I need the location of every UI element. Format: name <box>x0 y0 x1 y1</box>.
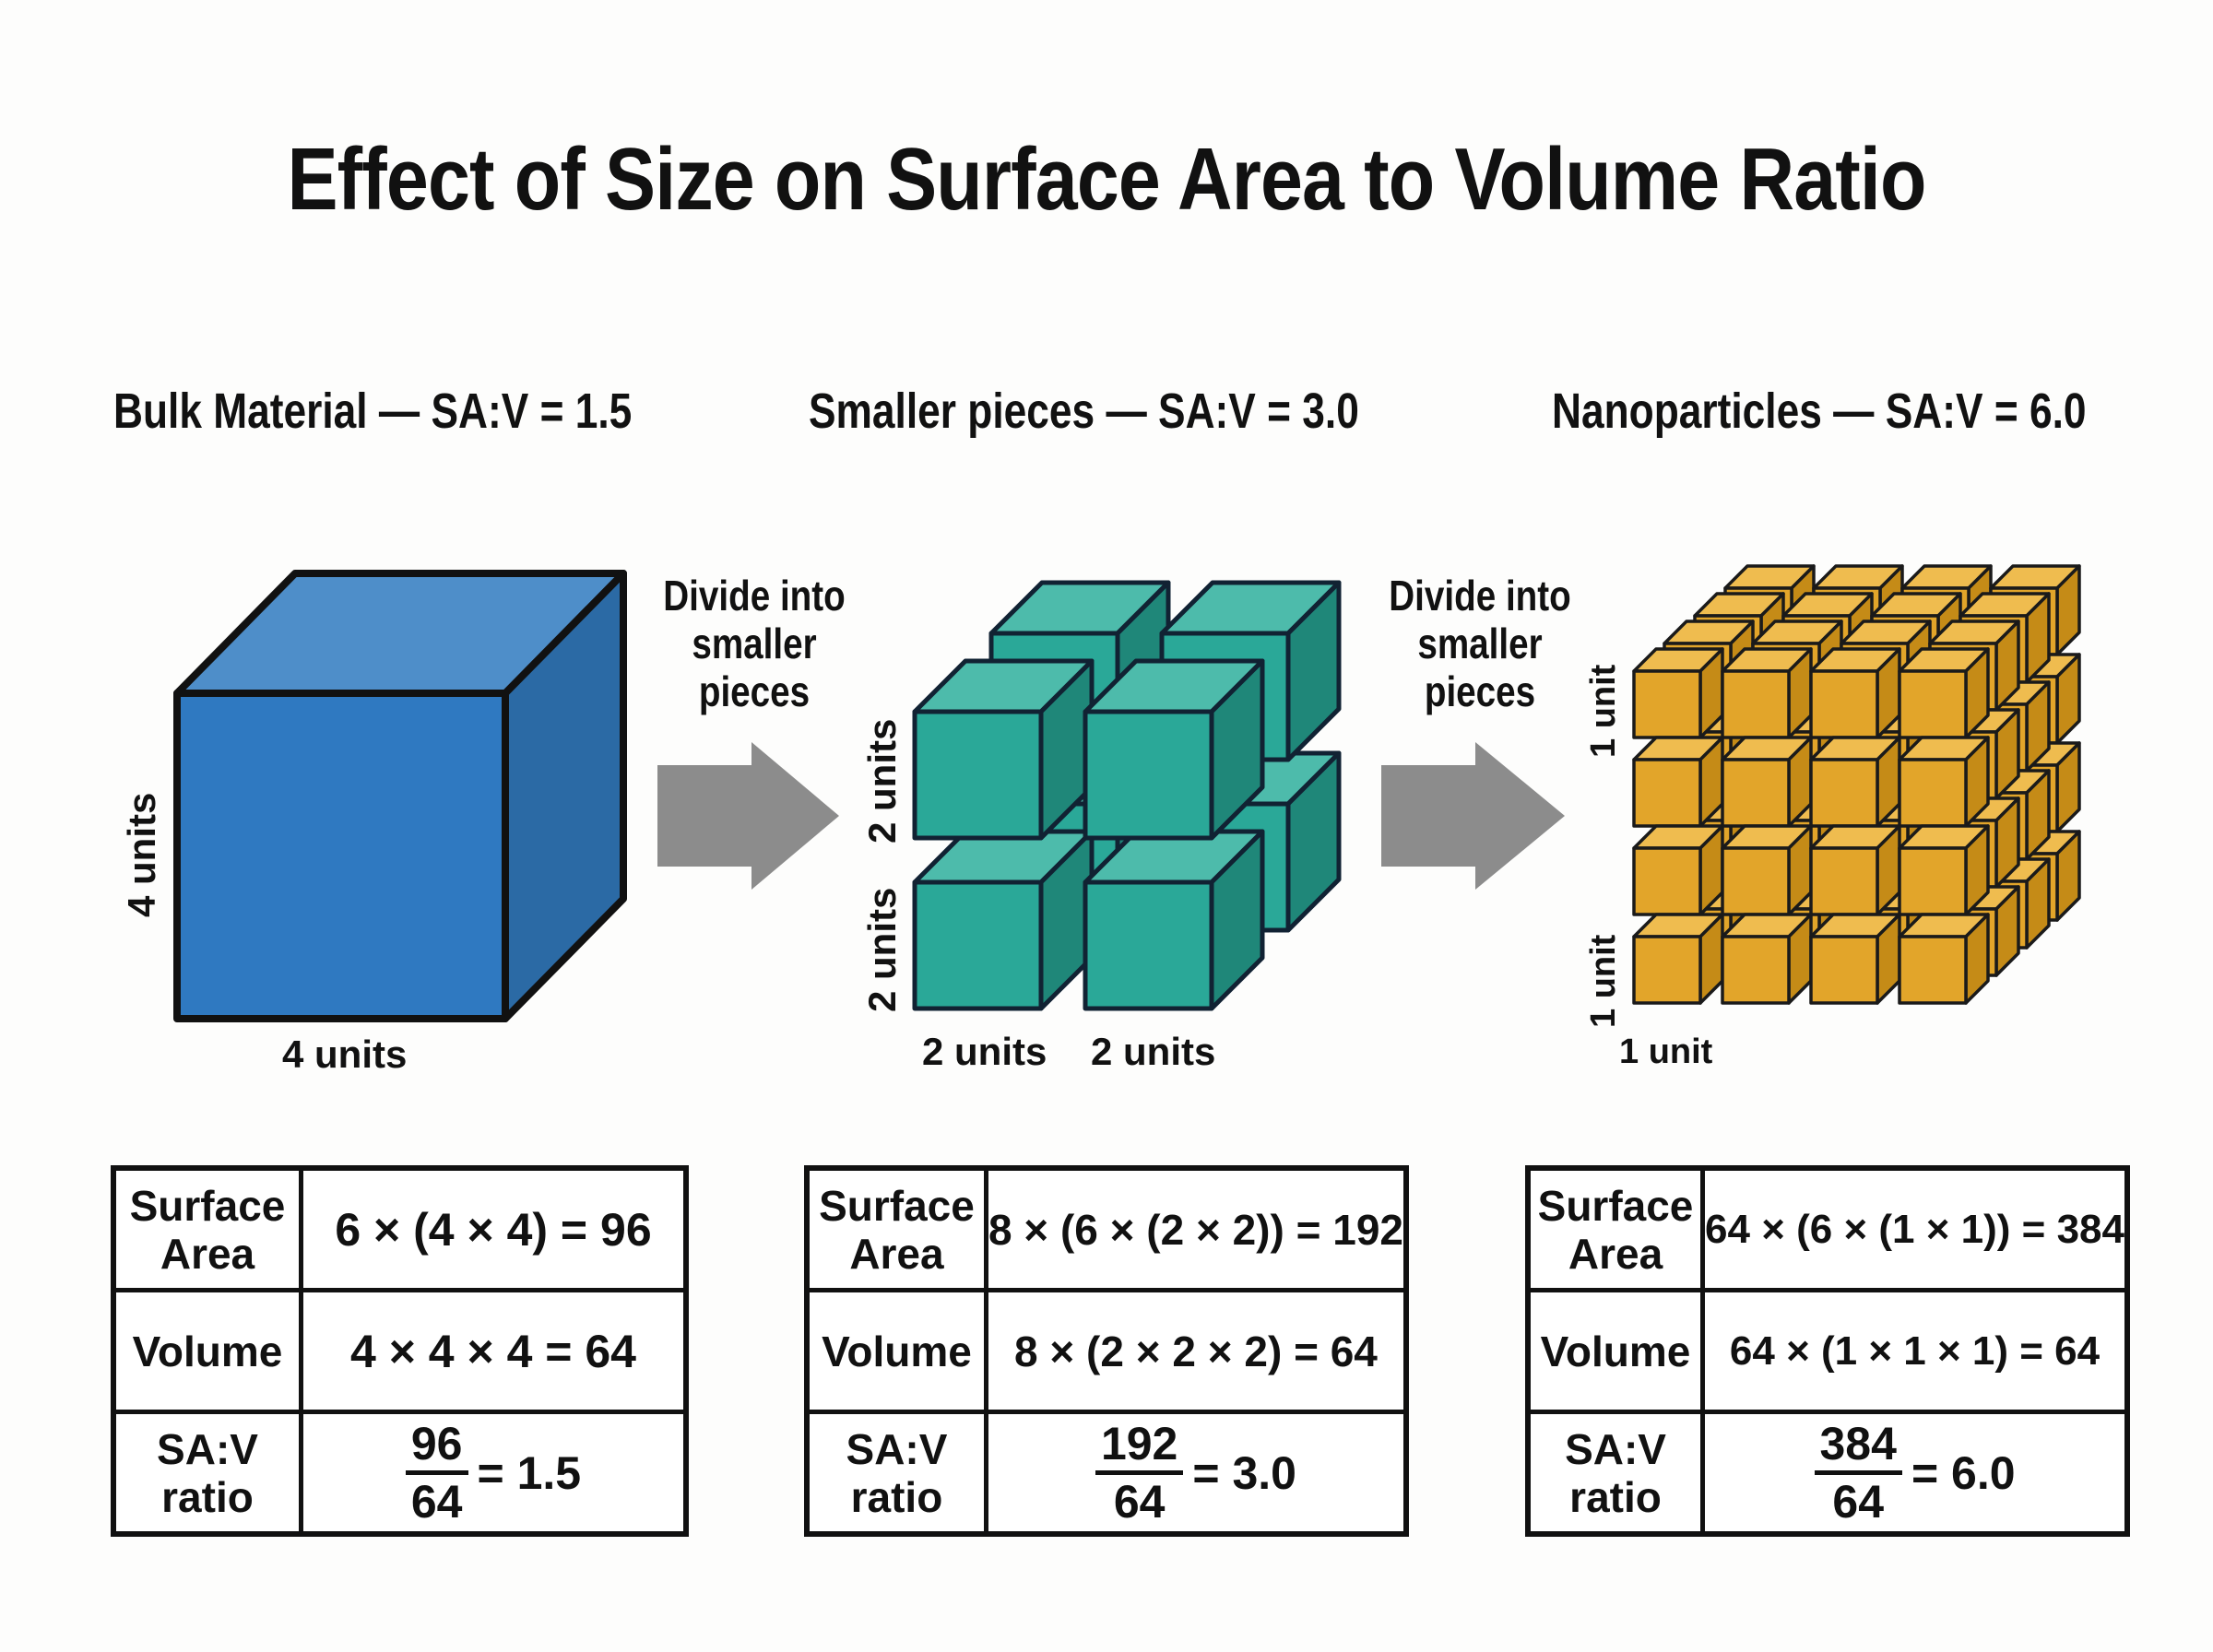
row-value: 8 × (6 × (2 × 2)) = 192 <box>983 1165 1409 1292</box>
table-row-volume: Volume 4 × 4 × 4 = 64 <box>111 1288 689 1414</box>
nano-height-bottom-label: 1 unit <box>1584 934 1623 1028</box>
medium-width-left-label: 2 units <box>922 1030 1047 1073</box>
nano-height-top-label: 1 unit <box>1584 664 1623 758</box>
calc-table-bulk: Surface Area 6 × (4 × 4) = 96 Volume 4 ×… <box>111 1165 689 1537</box>
medium-height-top-label: 2 units <box>860 718 904 844</box>
table-row-volume: Volume 8 × (2 × 2 × 2) = 64 <box>804 1288 1409 1414</box>
row-value: 6 × (4 × 4) = 96 <box>299 1165 689 1292</box>
row-label: SA:V ratio <box>1525 1410 1706 1537</box>
table-row-surface-area: Surface Area 8 × (6 × (2 × 2)) = 192 <box>804 1165 1409 1292</box>
nano-width-label: 1 unit <box>1619 1032 1713 1071</box>
bulk-cube <box>173 570 627 1022</box>
row-label: SA:V ratio <box>804 1410 988 1537</box>
row-value: 64 × (6 × (1 × 1)) = 384 <box>1700 1165 2130 1292</box>
row-label: Volume <box>111 1288 303 1414</box>
panel-heading-bulk: Bulk Material — SA:V = 1.5 <box>113 384 633 439</box>
row-value: 8 × (2 × 2 × 2) = 64 <box>983 1288 1409 1414</box>
row-label: Surface Area <box>804 1165 988 1292</box>
small-cubes <box>1632 564 2081 1005</box>
panel-heading-smaller: Smaller pieces — SA:V = 3.0 <box>809 384 1359 439</box>
panel-heading-nano: Nanoparticles — SA:V = 6.0 <box>1552 384 2087 439</box>
calc-table-nano: Surface Area 64 × (6 × (1 × 1)) = 384 Vo… <box>1525 1165 2130 1537</box>
arrow-right-icon <box>1381 742 1565 890</box>
arrow-right-icon <box>657 742 839 890</box>
row-label: Volume <box>804 1288 988 1414</box>
medium-width-right-label: 2 units <box>1091 1030 1216 1073</box>
table-row-volume: Volume 64 × (1 × 1 × 1) = 64 <box>1525 1288 2130 1414</box>
row-label: SA:V ratio <box>111 1410 303 1537</box>
row-value: 64 × (1 × 1 × 1) = 64 <box>1700 1288 2130 1414</box>
medium-cubes <box>912 580 1342 1011</box>
table-row-surface-area: Surface Area 6 × (4 × 4) = 96 <box>111 1165 689 1292</box>
bulk-width-label: 4 units <box>282 1032 408 1076</box>
row-label: Surface Area <box>111 1165 303 1292</box>
table-row-surface-area: Surface Area 64 × (6 × (1 × 1)) = 384 <box>1525 1165 2130 1292</box>
row-value: 4 × 4 × 4 = 64 <box>299 1288 689 1414</box>
medium-height-bottom-label: 2 units <box>860 887 904 1012</box>
bulk-height-label: 4 units <box>120 792 163 917</box>
page-title: Effect of Size on Surface Area to Volume… <box>287 130 1926 229</box>
row-label: Volume <box>1525 1288 1706 1414</box>
row-label: Surface Area <box>1525 1165 1706 1292</box>
calc-table-smaller: Surface Area 8 × (6 × (2 × 2)) = 192 Vol… <box>804 1165 1409 1537</box>
